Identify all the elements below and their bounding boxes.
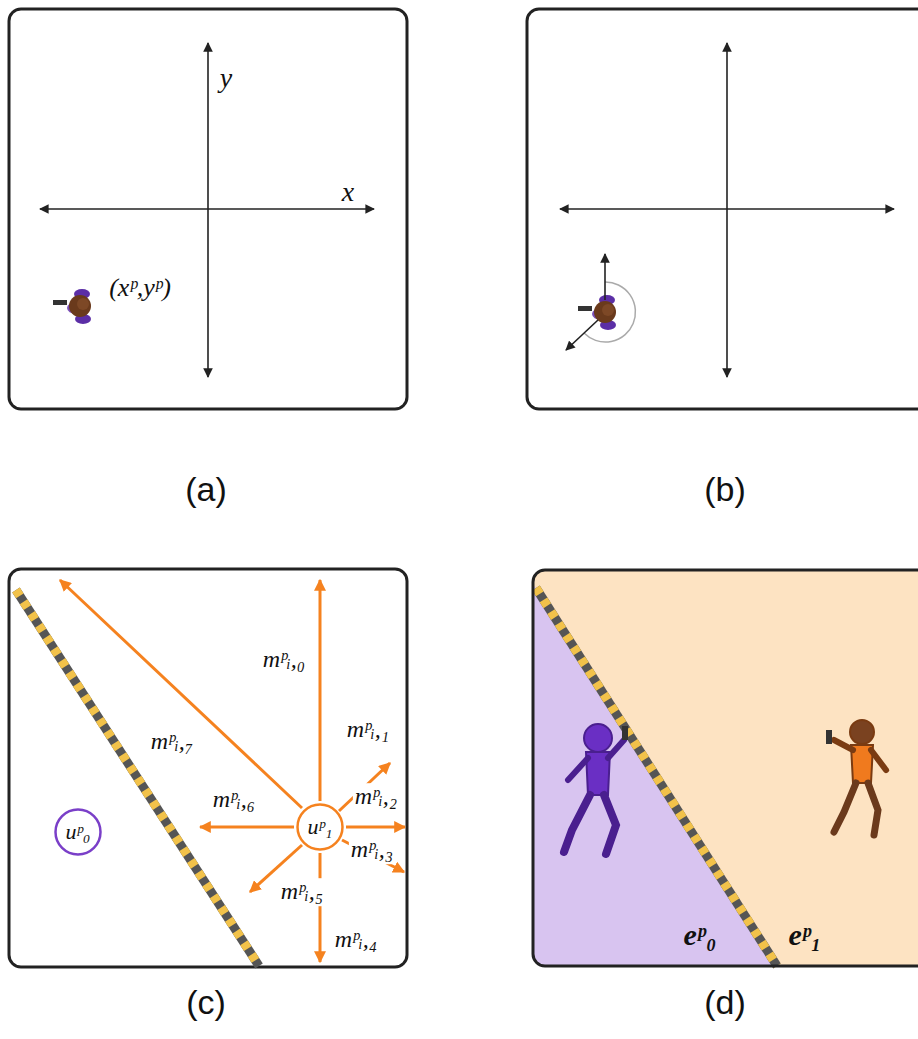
math-label: (xᵖ,yᵖ) — [109, 273, 171, 303]
unit-label: uᵖ₁ — [308, 814, 333, 840]
panel-caption: (d) — [704, 983, 746, 1022]
math-label: mᵖᵢ,₅ — [279, 878, 325, 906]
panel-caption: (a) — [185, 470, 227, 509]
math-label: mᵖᵢ,₄ — [333, 926, 379, 954]
math-label: eᵖ₁ — [789, 918, 822, 953]
panel-b — [527, 9, 918, 409]
math-label: mᵖᵢ,₀ — [261, 646, 307, 674]
math-label: mᵖᵢ,₇ — [149, 728, 195, 756]
panel-caption: (c) — [186, 983, 226, 1022]
unit-label: uᵖ₀ — [66, 819, 91, 845]
math-label: eᵖ₀ — [684, 918, 717, 953]
math-label: x — [342, 176, 354, 208]
panel-a — [9, 9, 407, 409]
math-label: mᵖᵢ,₃ — [349, 836, 395, 864]
math-label: mᵖᵢ,₂ — [353, 783, 399, 811]
panel-c — [9, 569, 407, 967]
math-label: mᵖᵢ,₆ — [211, 786, 257, 814]
math-label: mᵖᵢ,₁ — [345, 716, 391, 744]
panel-caption: (b) — [704, 470, 746, 509]
unit-circle: uᵖ₀ — [54, 808, 102, 856]
unit-circle: uᵖ₁ — [296, 803, 344, 851]
math-label: y — [220, 62, 232, 94]
panel-d — [533, 570, 918, 966]
